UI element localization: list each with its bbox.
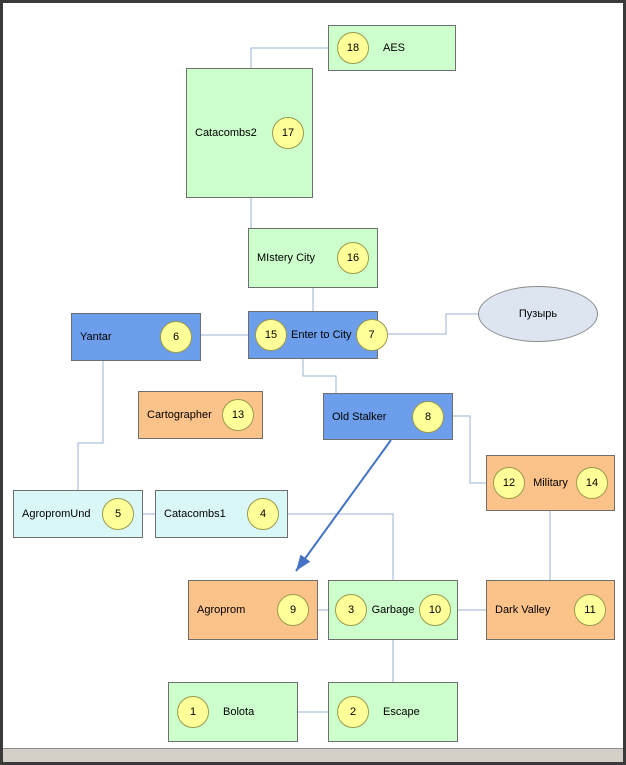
node-cartographer-number-badge: 13 — [222, 399, 254, 431]
node-catacombs2-label: Catacombs2 — [195, 127, 257, 139]
connector-old-stalker-military — [453, 415, 486, 484]
connector-enter-to-city-old-stalker — [302, 359, 337, 393]
node-catacombs1-label: Catacombs1 — [164, 508, 226, 520]
node-escape-number-badge: 2 — [337, 696, 369, 728]
node-enter-to-city-left-number-badge: 15 — [255, 319, 287, 351]
node-puzyr-label: Пузырь — [518, 308, 558, 320]
node-enter-to-city-label: Enter to City — [291, 329, 352, 341]
connector-catacombs1-garbage — [288, 513, 394, 580]
node-cartographer-label: Cartographer — [147, 409, 212, 421]
connector-yantar-agroprom-und — [77, 361, 104, 490]
node-military-left-number-badge: 12 — [493, 467, 525, 499]
node-agroprom-label: Agroprom — [197, 604, 246, 616]
node-military-right-number-badge: 14 — [576, 467, 608, 499]
node-bolota-number-badge: 1 — [177, 696, 209, 728]
node-yantar[interactable]: Yantar 6 — [71, 313, 201, 361]
node-mistery-city-label: MIstery City — [257, 252, 316, 264]
node-aes-label: AES — [383, 42, 406, 54]
connector-enter-to-city-puzyr — [378, 313, 479, 335]
node-mistery-city-number-badge: 16 — [337, 242, 369, 274]
node-agroprom-number-badge: 9 — [277, 594, 309, 626]
node-garbage-label: Garbage — [371, 604, 415, 616]
node-aes[interactable]: 18 AES — [328, 25, 456, 71]
node-agroprom[interactable]: Agroprom 9 — [188, 580, 318, 640]
node-aes-number-badge: 18 — [337, 32, 369, 64]
node-catacombs1[interactable]: Catacombs1 4 — [155, 490, 288, 538]
node-yantar-label: Yantar — [80, 331, 112, 343]
node-enter-to-city[interactable]: 15 Enter to City 7 — [248, 311, 388, 359]
node-agroprom-und[interactable]: AgropromUnd 5 — [13, 490, 143, 538]
node-dark-valley[interactable]: Dark Valley 11 — [486, 580, 615, 640]
node-old-stalker-label: Old Stalker — [332, 410, 387, 423]
node-mistery-city[interactable]: MIstery City 16 — [248, 228, 378, 288]
node-enter-to-city-right-number-badge: 7 — [355, 319, 388, 351]
node-cartographer[interactable]: Cartographer 13 — [138, 391, 263, 439]
arrow-old-stalker-agroprom — [295, 439, 392, 572]
horizontal-scrollbar[interactable] — [3, 748, 623, 762]
node-garbage-left-number-badge: 3 — [335, 594, 367, 626]
node-bolota[interactable]: 1 Bolota — [168, 682, 298, 742]
node-garbage-right-number-badge: 10 — [419, 594, 451, 626]
node-garbage[interactable]: 3 Garbage 10 — [328, 580, 458, 640]
node-old-stalker-number-badge: 8 — [412, 400, 444, 433]
node-agroprom-und-number-badge: 5 — [102, 498, 134, 530]
node-catacombs1-number-badge: 4 — [247, 498, 279, 530]
node-yantar-number-badge: 6 — [160, 321, 192, 353]
node-bolota-label: Bolota — [223, 706, 255, 718]
node-puzyr[interactable]: Пузырь — [478, 286, 598, 342]
node-military[interactable]: 12 Military 14 — [486, 455, 615, 511]
node-agroprom-und-label: AgropromUnd — [22, 508, 91, 520]
node-escape-label: Escape — [383, 706, 420, 718]
node-catacombs2-number-badge: 17 — [272, 117, 304, 149]
node-old-stalker[interactable]: Old Stalker 8 — [323, 393, 453, 440]
node-dark-valley-number-badge: 11 — [574, 594, 606, 626]
node-escape[interactable]: 2 Escape — [328, 682, 458, 742]
connector-aes-catacombs2 — [250, 47, 328, 68]
node-dark-valley-label: Dark Valley — [495, 604, 551, 616]
node-military-label: Military — [533, 477, 568, 489]
connectors-layer — [77, 47, 551, 713]
node-catacombs2[interactable]: Catacombs2 17 — [186, 68, 313, 198]
